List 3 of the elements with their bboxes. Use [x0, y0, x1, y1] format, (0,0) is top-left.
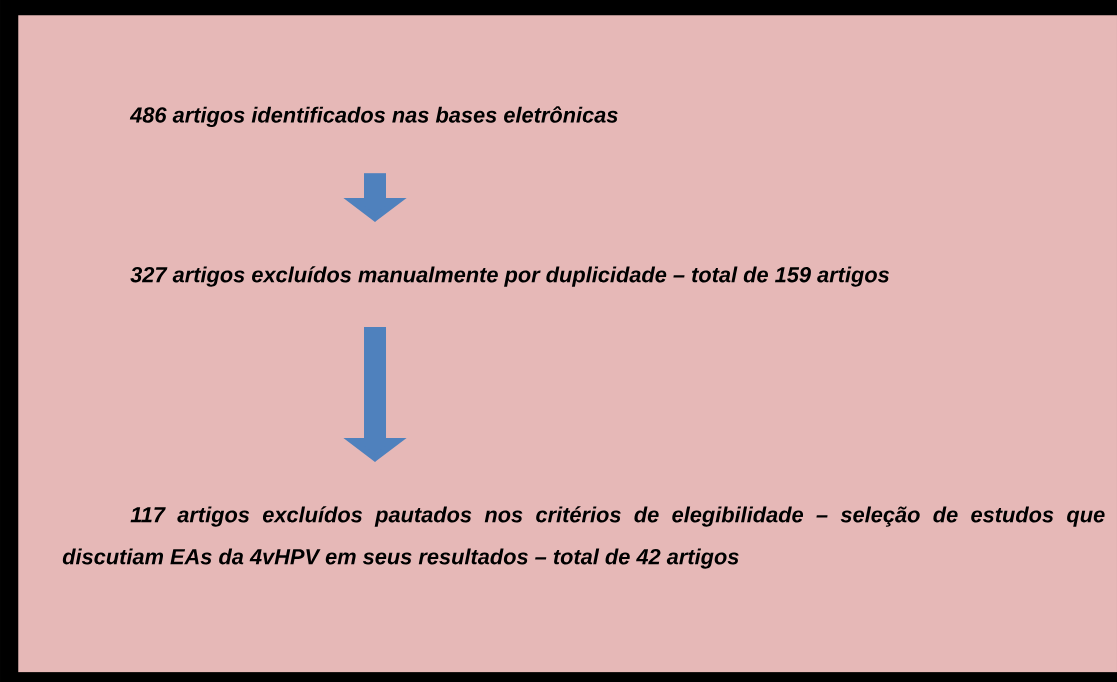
step-text: 486 artigos identificados nas bases eletrônicas	[129, 106, 618, 127]
step-text: 327 artigos excluídos manualmente por duplicidade – total de 159 artigos	[130, 266, 890, 287]
step-text: 117 artigos excluídos pautados nos critérios de elegibilidade – seleção de estudos que discutiam EAs da 4vHPV em seus resultados – total de 42 artigos	[62, 506, 1105, 569]
